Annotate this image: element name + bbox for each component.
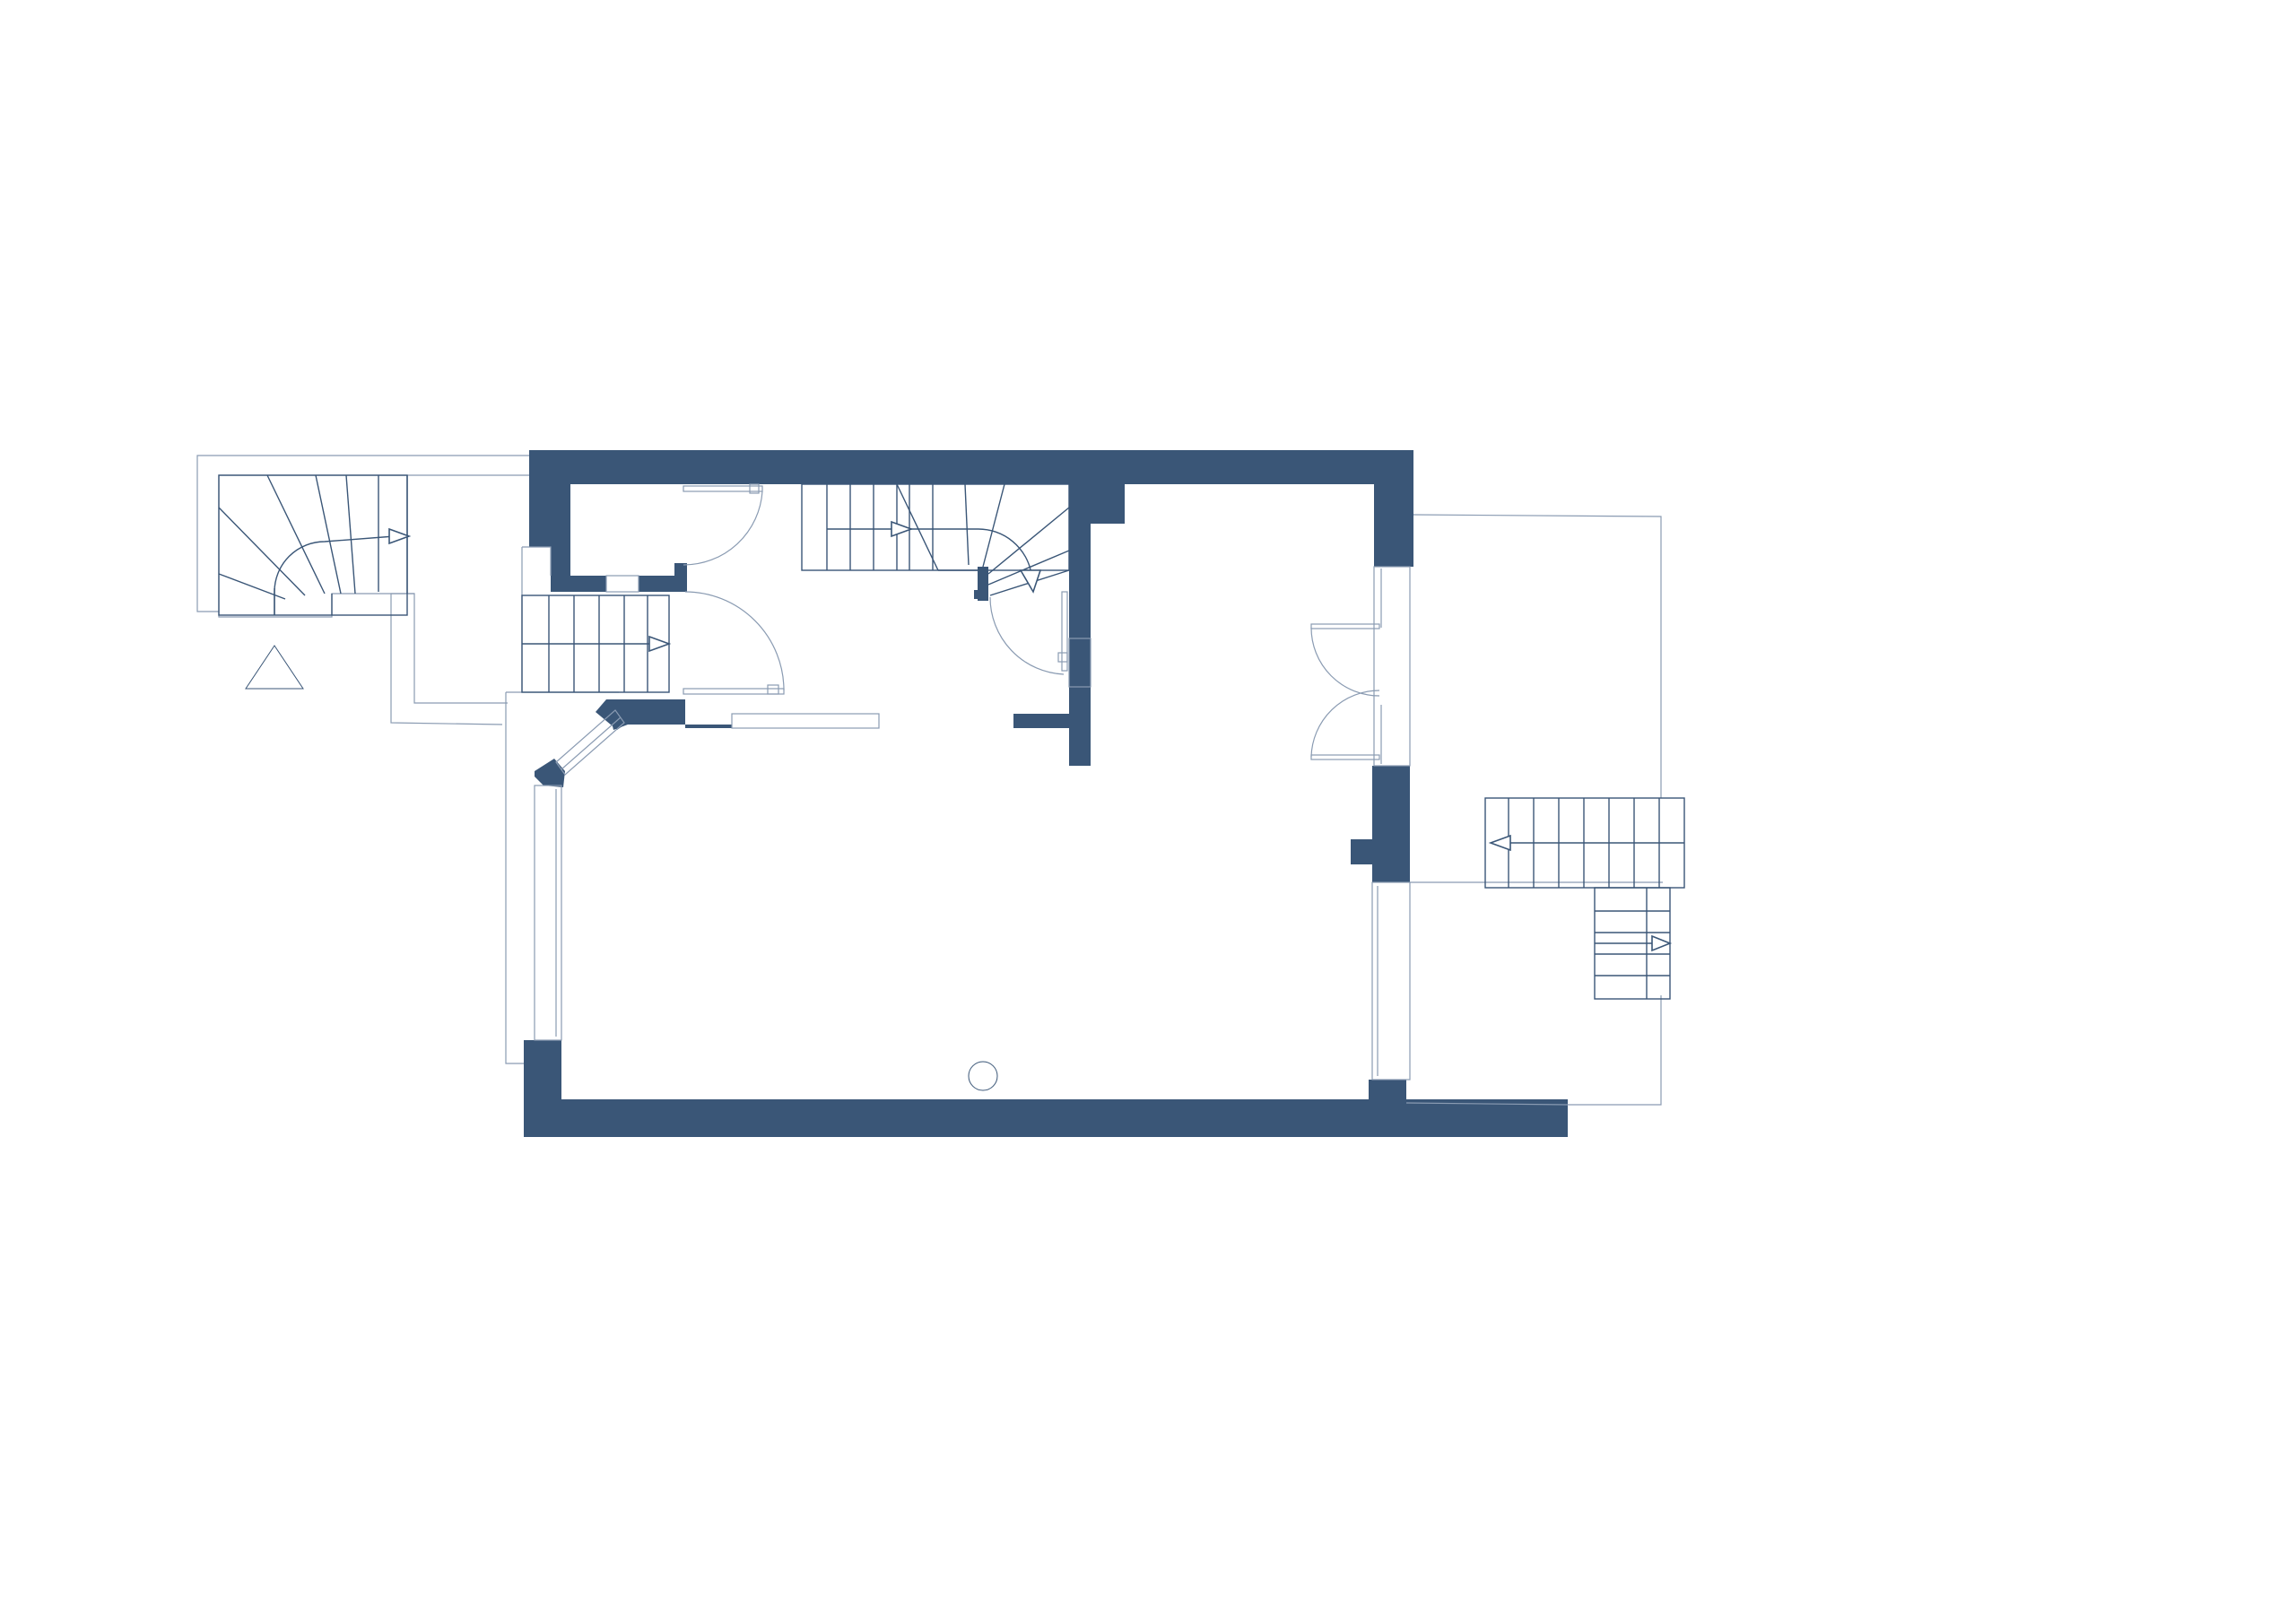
stair-left-walkline [274,535,396,615]
wall-core-stub [1013,714,1069,728]
door-upper-room-hinge [749,483,760,494]
left-side-window [534,785,562,1041]
stair-right-lower [1594,887,1673,1000]
wall-entrance-top [606,699,732,730]
left-terrace-outline [196,455,529,612]
right-terrace-outline [1413,514,1662,798]
pantry-outline [522,546,552,576]
wall-entrance-diag-top [596,699,635,730]
stair-core-outline [801,483,1070,571]
door-upper-room-leaf [683,485,763,492]
wall-right-upper [1374,450,1413,567]
wall-bottom [524,1099,1568,1137]
core-opening [1068,638,1091,688]
stair-core-arrow-1 [891,520,914,538]
stair-right-upper [1484,797,1685,889]
stair-core-tread [964,483,970,566]
door-right-bottom-leaf [1310,754,1380,760]
door-right-bottom-swing [1310,690,1380,758]
stair-right-lower-arrow [1651,934,1673,952]
door-corridor-hinge [767,684,779,695]
right-terrace-bottom [1405,1102,1569,1106]
stair-pantry [521,595,672,693]
wall-left-upper-inner [551,450,570,576]
entrance-diagonal-door [555,709,625,776]
stair-left-exterior [218,474,412,616]
wall-bottom-left [524,1040,561,1137]
entrance-diagonal-door-line [561,716,622,770]
door-right-top-leaf [1310,623,1380,629]
stair-core-arrow-2 [1019,569,1042,594]
door-right-top-swing [1310,627,1380,697]
stair-core-tread [982,483,1005,568]
wall-core-return-b [974,590,988,599]
stair-core-tread [987,507,1070,575]
wall-core-notch [1069,450,1125,524]
left-entrance-outline [505,692,524,1064]
stair-core [801,483,1070,596]
wall-upper-room-bottom [551,576,606,592]
stair-right-upper-arrow [1488,834,1511,852]
wall-bottom-right-corner [1369,1080,1406,1115]
stair-pantry-arrow [648,635,672,653]
left-path-outline-b [390,593,503,725]
right-double-door-frame [1373,566,1411,767]
door-core-leaf [1061,591,1068,672]
stair-left-arrow [388,527,412,545]
door-core-hinge [1057,652,1068,663]
corridor-counter [731,713,880,729]
left-path-outline [218,474,529,704]
upper-room-opening [605,575,639,593]
stair-left-tread [218,507,306,596]
door-corridor-swing [684,591,785,691]
stair-left-tread [345,474,356,595]
doors [683,483,1380,760]
door-corridor-leaf [683,688,785,695]
stair-left-tread [266,474,326,595]
door-core-swing [989,596,1065,675]
wall-right-pilaster [1351,839,1374,864]
right-terrace-edge [1568,995,1662,1106]
wall-top [529,450,1413,484]
walls [524,450,1568,1137]
right-glazed-wall [1371,881,1411,1081]
stair-core-tread [896,483,939,571]
north-triangle-icon [245,645,304,690]
column-circle-icon [968,1061,998,1091]
wall-upper-room-stub [674,563,687,581]
door-upper-room-swing [683,490,763,566]
stair-left-tread [315,474,342,595]
wall-right-middle [1372,766,1410,882]
stair-core-walkline-curve [897,528,1032,575]
stair-core-tread [987,550,1070,586]
wall-entrance-diag-bottom [535,759,565,787]
